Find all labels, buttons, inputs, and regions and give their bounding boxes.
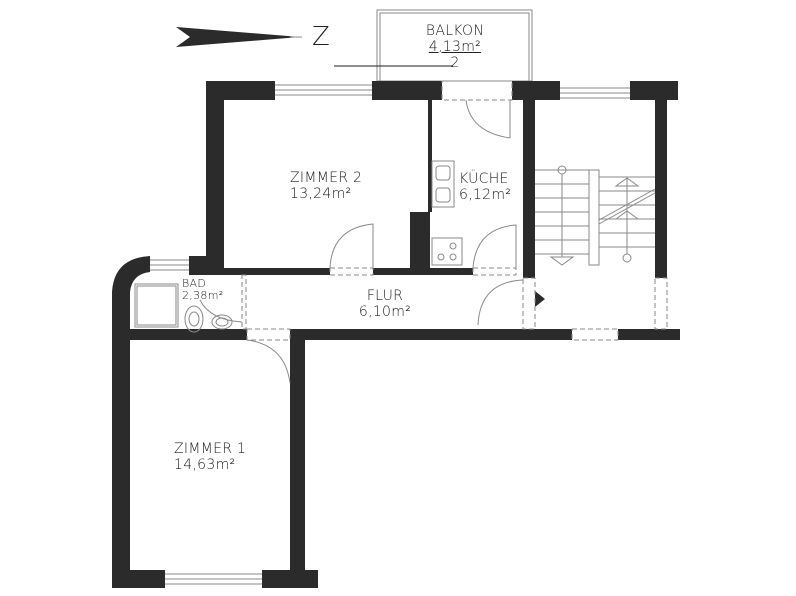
- north-arrow-icon: [176, 27, 300, 47]
- room-area: 14,63m²: [174, 457, 236, 473]
- room-note: 2: [450, 55, 460, 71]
- room-name: KÜCHE: [459, 171, 509, 187]
- room-name: BALKON: [425, 23, 485, 39]
- room-name: ZIMMER 1: [174, 441, 247, 457]
- room-bad: BAD 2,38m²: [182, 278, 223, 302]
- room-area: 13,24m²: [290, 186, 352, 202]
- room-balkon: BALKON 4,13m² 2: [400, 23, 510, 71]
- room-flur: FLUR 6,10m²: [340, 288, 430, 320]
- room-area: 2,38m²: [182, 289, 224, 302]
- room-name: BAD: [182, 277, 207, 290]
- room-name: FLUR: [366, 288, 404, 304]
- bathroom-fixtures: [134, 283, 233, 333]
- kitchen-fixtures: [431, 160, 463, 266]
- room-area: 4,13m²: [428, 39, 482, 55]
- walls: [112, 81, 680, 588]
- room-zimmer-1: ZIMMER 1 14,63m²: [174, 441, 246, 473]
- windows: [150, 84, 630, 585]
- room-area: 6,12m²: [459, 187, 512, 203]
- room-name: ZIMMER 2: [290, 170, 363, 186]
- staircase: [535, 165, 656, 266]
- room-zimmer-2: ZIMMER 2 13,24m²: [290, 170, 362, 202]
- north-label: Z: [312, 22, 331, 52]
- doors: [199, 80, 668, 384]
- room-kueche: KÜCHE 6,12m²: [459, 171, 511, 203]
- entrance-arrow-icon: [535, 291, 545, 307]
- room-area: 6,10m²: [358, 304, 412, 320]
